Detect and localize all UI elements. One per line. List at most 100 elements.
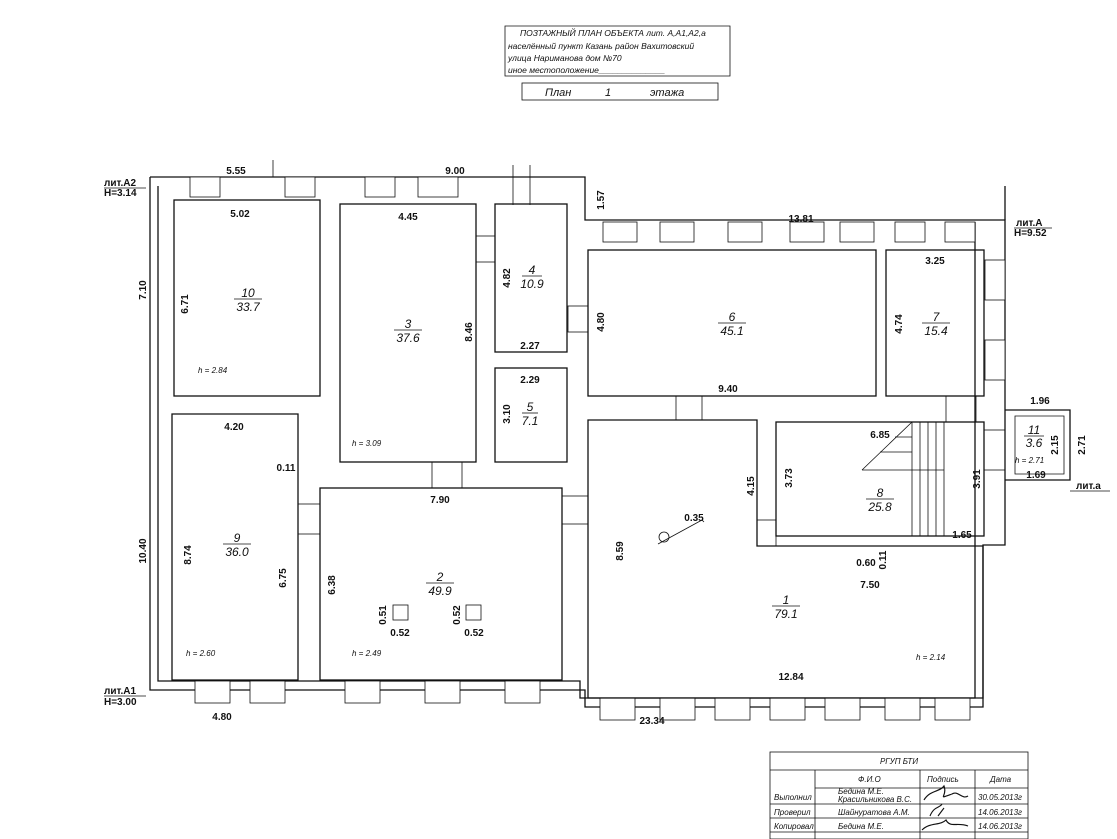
header-line-3: улица Нариманова дом №70 xyxy=(507,53,622,63)
dimension: 3.25 xyxy=(925,256,945,267)
lit-a-h: H=9.52 xyxy=(1014,228,1047,239)
dimension: 5.02 xyxy=(230,209,250,220)
col-fio: Ф.И.О xyxy=(858,775,881,784)
date-value: 14.06.2013г xyxy=(978,808,1022,817)
room-3-outline xyxy=(339,203,477,463)
dimension: 6.71 xyxy=(180,294,191,314)
dimension: 9.40 xyxy=(718,384,738,395)
room-height: h = 2.14 xyxy=(916,653,946,662)
col-sign: Подпись xyxy=(927,775,959,784)
dimension: 10.40 xyxy=(138,538,149,563)
room-8-outline xyxy=(775,421,985,537)
room-height: h = 3.09 xyxy=(352,439,382,448)
dimension: 1.96 xyxy=(1030,396,1050,407)
dimension: 4.80 xyxy=(212,712,232,723)
dimension: 1.57 xyxy=(596,190,607,210)
person-name: Бедина М.Е. xyxy=(838,787,884,796)
dimensions: 5.55 9.00 1.57 13.81 5.02 4.45 4.82 7.10… xyxy=(138,166,1088,727)
dimension: 4.20 xyxy=(224,422,244,433)
room-labels: 10 33.7 h = 2.84 3 37.6 h = 3.09 4 10.9 … xyxy=(186,263,1044,662)
dimension: 23.34 xyxy=(639,716,664,727)
room-area: 7.1 xyxy=(522,414,539,428)
room-height: h = 2.71 xyxy=(1015,456,1044,465)
room-num: 9 xyxy=(234,531,241,545)
dimension: 8.59 xyxy=(615,541,626,561)
title-block: РГУП БТИ Ф.И.О Подпись Дата Выполнил Бед… xyxy=(769,751,1029,839)
room-num: 7 xyxy=(933,310,941,324)
room-num: 11 xyxy=(1028,423,1040,437)
room-1-outline xyxy=(587,419,984,699)
signature xyxy=(923,784,969,801)
role-label: Проверил xyxy=(774,808,811,817)
lit-a1: лит.А1 xyxy=(104,686,137,697)
room-area: 37.6 xyxy=(396,331,420,345)
room-area: 15.4 xyxy=(924,324,948,338)
dimension: 0.52 xyxy=(390,628,410,639)
room-num: 2 xyxy=(436,570,444,584)
room-height: h = 2.84 xyxy=(198,366,228,375)
dimension: 6.75 xyxy=(278,568,289,588)
dimension: 0.11 xyxy=(277,463,296,474)
person-name: Красильникова В.С. xyxy=(838,795,912,804)
date-value: 14.06.2013г xyxy=(978,822,1022,831)
room-9-outline xyxy=(171,413,299,681)
dimension: 0.35 xyxy=(684,513,704,524)
dimension: 7.50 xyxy=(860,580,880,591)
room-area: 79.1 xyxy=(774,607,797,621)
room-height: h = 2.60 xyxy=(186,649,216,658)
signature xyxy=(921,818,969,831)
dimension: 8.46 xyxy=(464,322,475,342)
lit-a2: лит.А2 xyxy=(104,178,137,189)
room-num: 10 xyxy=(241,286,255,300)
dimension: 4.74 xyxy=(894,314,905,334)
room-num: 1 xyxy=(783,593,790,607)
floor-box: План 1 этажа xyxy=(521,82,719,101)
floor-number: 1 xyxy=(605,87,611,99)
header-stamp: ПОЗТАЖНЫЙ ПЛАН ОБЪЕКТА лит. А,А1,А2,а на… xyxy=(504,25,731,77)
dimension: 5.55 xyxy=(226,166,246,177)
dimension: 8.74 xyxy=(183,545,194,565)
dimension: 2.15 xyxy=(1050,435,1061,455)
floor-word: этажа xyxy=(650,87,684,99)
dimension: 13.81 xyxy=(788,214,813,225)
dimension: 7.90 xyxy=(430,495,450,506)
header-line-2: населённый пункт Казань район Вахитовски… xyxy=(508,41,694,51)
role-label: Выполнил xyxy=(774,793,812,802)
dimension: 9.00 xyxy=(445,166,465,177)
lit-a1-h: H=3.00 xyxy=(104,697,137,708)
dimension: 12.84 xyxy=(778,672,803,683)
rooms xyxy=(171,199,1006,699)
org-name: РГУП БТИ xyxy=(880,757,918,766)
role-label: Копировал xyxy=(774,822,814,831)
lit-a2-h: H=3.14 xyxy=(104,188,137,199)
room-area: 3.6 xyxy=(1026,436,1043,450)
dimension: 0.52 xyxy=(464,628,484,639)
room-num: 8 xyxy=(877,486,884,500)
room-num: 6 xyxy=(729,310,736,324)
lit-labels: лит.А2 H=3.14 лит.А H=9.52 лит.А1 H=3.00… xyxy=(104,178,1110,708)
dimension: 2.27 xyxy=(520,341,540,352)
dimension: 3.10 xyxy=(502,404,513,424)
room-10-outline xyxy=(173,199,321,397)
dimension: 7.10 xyxy=(138,280,149,300)
room-area: 25.8 xyxy=(867,500,892,514)
person-name: Бедина М.Е. xyxy=(838,822,884,831)
dimension: 4.80 xyxy=(596,312,607,332)
windows xyxy=(189,176,1006,721)
room-4-outline xyxy=(494,203,568,353)
room-area: 10.9 xyxy=(520,277,544,291)
room-5-outline xyxy=(494,367,568,463)
room-num: 4 xyxy=(529,263,536,277)
dimension: 4.15 xyxy=(746,476,757,496)
plan-word: План xyxy=(545,87,571,99)
dimension: 1.69 xyxy=(1026,470,1046,481)
header-line-4: иное местоположение______________ xyxy=(508,65,665,75)
room-num: 5 xyxy=(527,400,534,414)
room-7-outline xyxy=(885,249,985,397)
dimension: 0.51 xyxy=(378,605,389,625)
lit-a: лит.А xyxy=(1016,218,1043,229)
dimension: 6.38 xyxy=(327,575,338,595)
room-area: 33.7 xyxy=(236,300,261,314)
person-name: Шайнуратова А.М. xyxy=(838,808,910,817)
